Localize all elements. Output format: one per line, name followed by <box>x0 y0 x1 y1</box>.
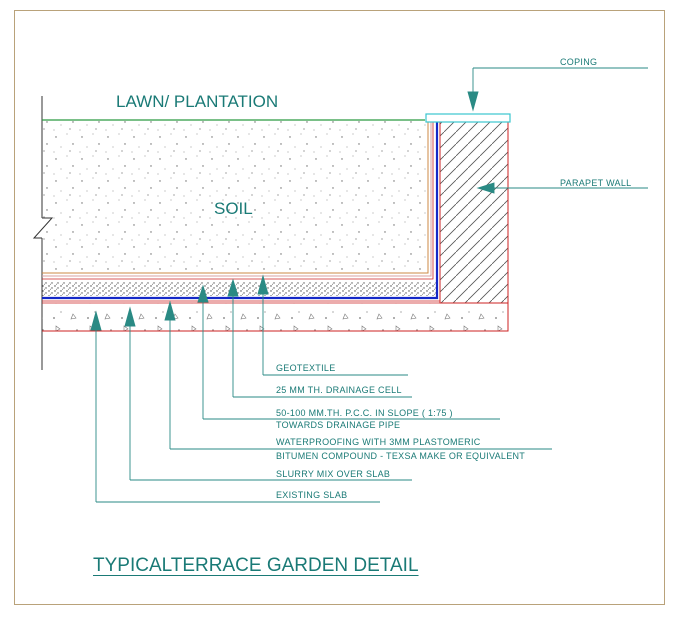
geotextile-leader <box>257 274 408 376</box>
pcc-label-line1: 50-100 MM.TH. P.C.C. IN SLOPE ( 1:75 ) <box>276 408 453 418</box>
waterproofing-leader <box>164 300 552 450</box>
parapet-leader <box>476 182 648 194</box>
waterproofing-label-line2: BITUMEN COMPOUND - TEXSA MAKE OR EQUIVAL… <box>276 451 526 461</box>
soil-layer <box>42 120 428 273</box>
geotextile-label: GEOTEXTILE <box>276 363 336 373</box>
slurry-leader <box>124 306 412 481</box>
waterproofing-label-line1: WATERPROOFING WITH 3MM PLASTOMERIC <box>276 437 481 447</box>
parapet-wall-label: PARAPET WALL <box>560 178 632 188</box>
geotextile-line <box>42 120 429 274</box>
pcc-leader <box>197 284 500 420</box>
slurry-label: SLURRY MIX OVER SLAB <box>276 469 391 479</box>
existing-slab <box>42 303 508 331</box>
drainage-cell-layer <box>42 282 436 296</box>
drawing-frame <box>14 10 665 605</box>
pcc-label-line2: TOWARDS DRAINAGE PIPE <box>276 420 401 430</box>
soil-label: SOIL <box>214 199 253 218</box>
drawing-title: TYPICALTERRACE GARDEN DETAIL <box>93 555 419 576</box>
existing-slab-label: EXISTING SLAB <box>276 490 348 500</box>
coping <box>425 113 511 123</box>
coping-leader <box>467 67 648 112</box>
slab-leader <box>90 310 380 503</box>
parapet-wall <box>439 121 509 304</box>
drainage-cell-leader <box>227 278 412 398</box>
lawn-plantation-label: LAWN/ PLANTATION <box>116 92 279 111</box>
drainage-cell-label: 25 MM TH. DRAINAGE CELL <box>276 385 402 395</box>
coping-label: COPING <box>560 57 598 67</box>
waterproofing-membrane <box>42 122 439 300</box>
